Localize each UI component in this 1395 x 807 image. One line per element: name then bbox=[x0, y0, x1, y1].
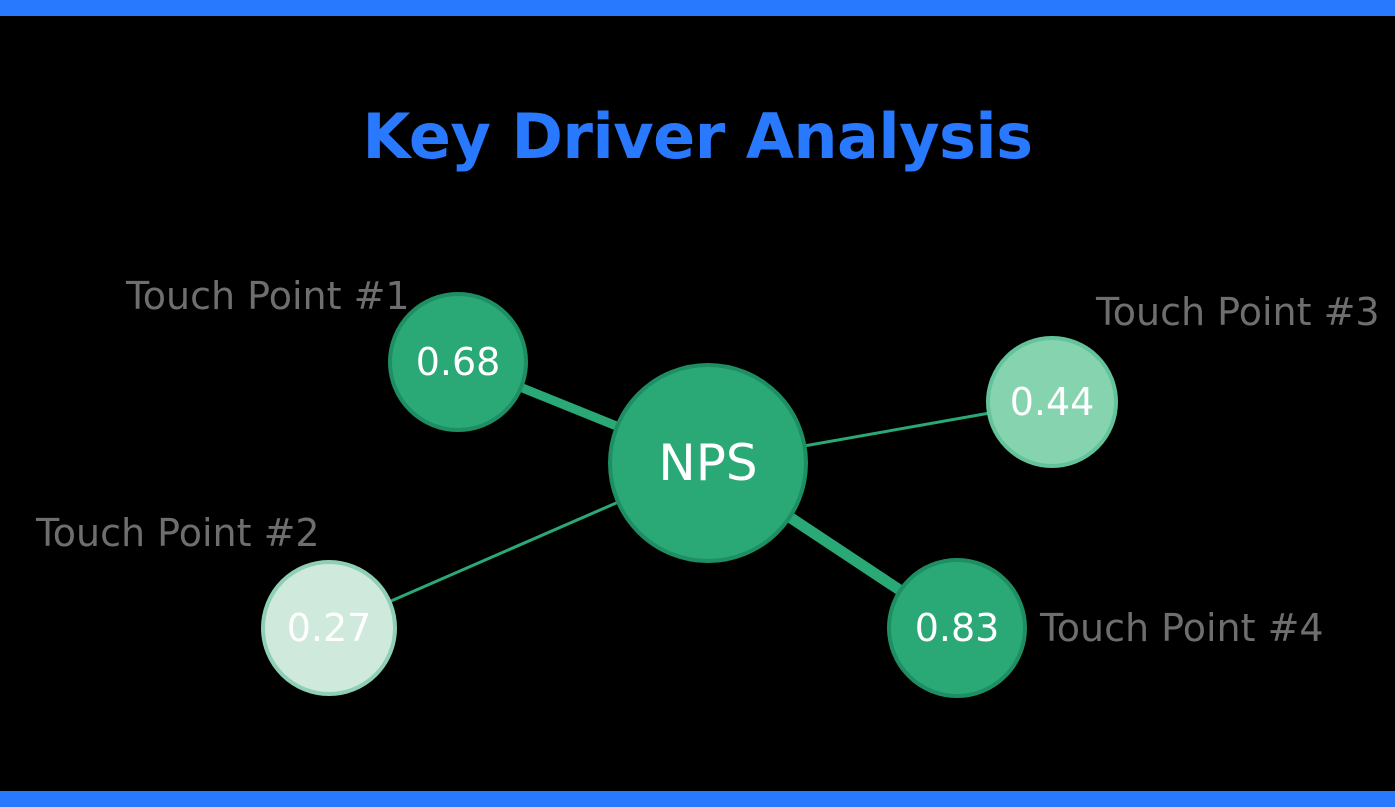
touch-point-label-3: Touch Point #3 bbox=[1096, 290, 1380, 334]
node-touch-point-1[interactable]: 0.68 bbox=[388, 292, 528, 432]
node-touch-point-3[interactable]: 0.44 bbox=[986, 336, 1118, 468]
touch-point-label-4: Touch Point #4 bbox=[1040, 606, 1324, 650]
node-touch-point-2[interactable]: 0.27 bbox=[261, 560, 397, 696]
top-accent-bar bbox=[0, 0, 1395, 16]
node-value-label: 0.44 bbox=[1009, 380, 1095, 424]
node-center-label: NPS bbox=[658, 434, 758, 492]
node-touch-point-4[interactable]: 0.83 bbox=[887, 558, 1027, 698]
node-value-label: 0.83 bbox=[914, 606, 1000, 650]
touch-point-label-1: Touch Point #1 bbox=[126, 274, 410, 318]
node-value-label: 0.27 bbox=[286, 606, 372, 650]
touch-point-label-2: Touch Point #2 bbox=[36, 511, 320, 555]
node-center-nps[interactable]: NPS bbox=[608, 363, 808, 563]
page-title: Key Driver Analysis bbox=[362, 100, 1033, 173]
node-value-label: 0.68 bbox=[415, 340, 501, 384]
bottom-accent-bar bbox=[0, 791, 1395, 807]
